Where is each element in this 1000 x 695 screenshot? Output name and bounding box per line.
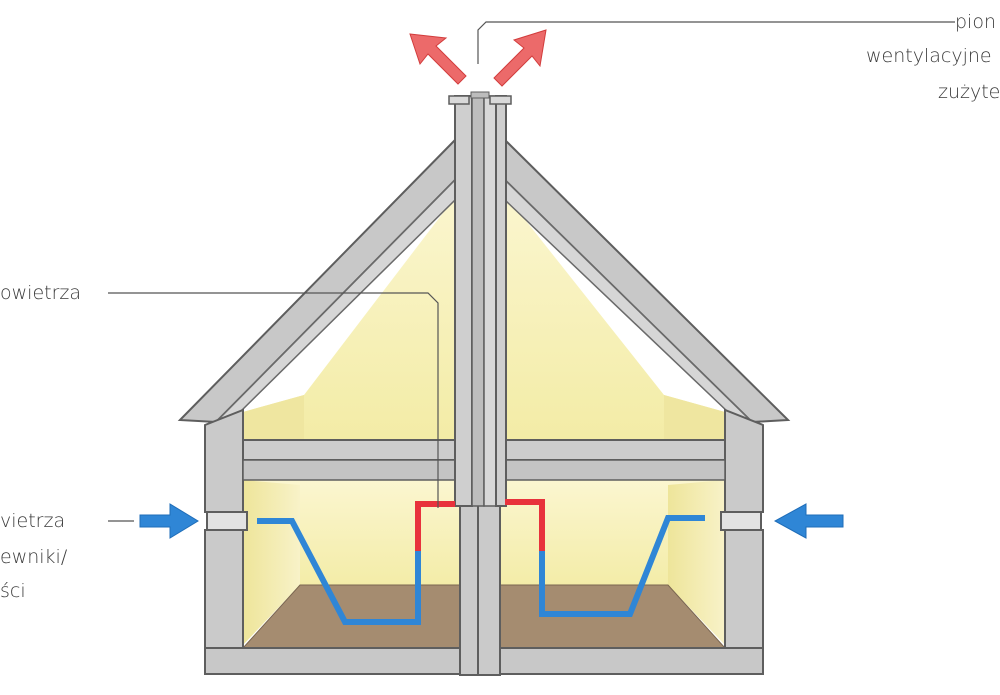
foundation-left (204, 647, 464, 675)
ceiling-left (242, 459, 462, 481)
stack-right (495, 95, 507, 507)
fresh-duct-left (257, 518, 421, 625)
label-inlet-line1: vietrza (0, 510, 66, 532)
foundation-right (477, 647, 764, 675)
center-wall-right (477, 504, 501, 676)
stack-left (454, 95, 473, 507)
inlet-arrow-left (139, 503, 199, 539)
air-ducts (257, 499, 705, 625)
exhaust-arrow-right (493, 29, 547, 87)
attic-interior-right (500, 188, 725, 440)
wall-lower-right (724, 529, 764, 656)
fresh-duct-right (539, 515, 705, 617)
stack-cap-mid (470, 91, 490, 99)
label-inlet-line3: ści (0, 580, 26, 602)
attic-interior-left (243, 188, 462, 440)
inlet-arrow-right (773, 503, 844, 539)
exhaust-arrow-left (409, 33, 467, 85)
leader-lines (108, 21, 955, 522)
ventilation-stacks (448, 91, 512, 507)
attic-knee-wall-right (664, 395, 725, 440)
wall-vent-right (720, 511, 762, 531)
warm-duct-right (505, 499, 545, 551)
stack-cap-left (448, 95, 470, 105)
attic-knee-wall-left (243, 395, 304, 440)
label-middle-left: owietrza (0, 282, 82, 304)
wall-upper-right (724, 408, 764, 513)
stack-right-inner (483, 95, 497, 507)
label-exhaust-line2: wentylacyjne (866, 45, 992, 67)
attic-floor-right (499, 439, 726, 461)
leader-middle (108, 292, 439, 508)
warm-duct-left (415, 501, 455, 551)
leader-exhaust (477, 21, 955, 64)
arrow-horizontal-icon (139, 503, 844, 539)
wall-upper-left (204, 408, 244, 513)
label-exhaust-line1: pion (955, 11, 997, 33)
label-inlet-line2: ewniki/ (0, 546, 68, 568)
ceiling-right (499, 459, 726, 481)
stack-left-inner (471, 95, 485, 507)
wall-vent-left (206, 511, 248, 531)
wall-lower-left (204, 529, 244, 656)
stack-cap-right (489, 95, 512, 105)
house-right-half (477, 137, 791, 676)
arrow-up-diagonal-icon (409, 29, 547, 87)
label-exhaust-line3: zużyte (938, 81, 1000, 103)
room-side-wall-right (668, 480, 725, 645)
attic-floor-left (242, 439, 462, 461)
